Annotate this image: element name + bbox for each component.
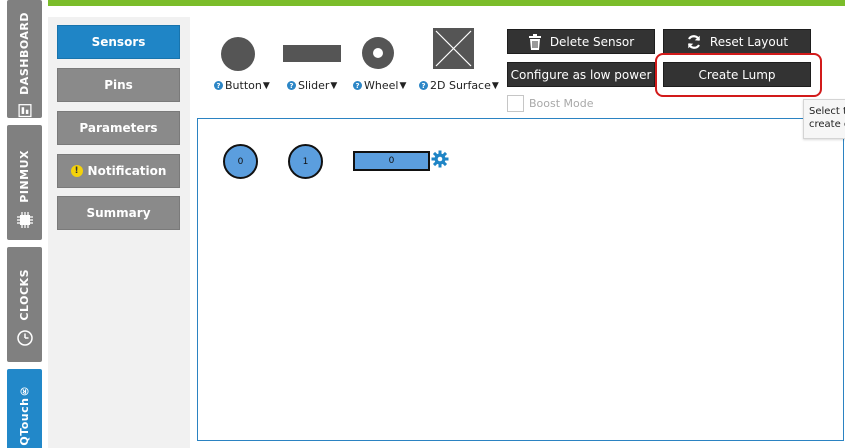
tab-clocks-label: CLOCKS [18,269,31,321]
highlight-frame [655,53,822,97]
tooltip-line-2: create c [809,119,845,130]
configure-low-power-button[interactable]: Configure as low power [507,62,655,87]
dashboard-icon [17,103,32,117]
dropdown-icon: ▼ [262,80,270,91]
menu-notification-label: Notification [87,164,167,178]
tab-qtouch-label: QTouch® [18,384,31,446]
refresh-icon [687,34,700,49]
surface-type-label[interactable]: ? 2D Surface ▼ [419,79,499,92]
dropdown-icon: ▼ [399,80,407,91]
boost-mode-label: Boost Mode [529,97,594,110]
slider-sensor-0[interactable]: 0 [353,151,430,171]
help-icon: ? [287,81,296,90]
button-sensor-0-id: 0 [237,156,244,167]
delete-sensor-label: Delete Sensor [549,34,635,49]
create-lump-button[interactable]: Create Lump [663,62,811,87]
menu-pins-button[interactable]: Pins [57,68,180,102]
top-accent-bar [48,0,845,6]
menu-summary-label: Summary [86,206,151,220]
clock-icon [16,329,33,346]
slider-type-text: Slider [298,79,330,92]
wheel-type-label[interactable]: ? Wheel ▼ [353,79,406,92]
button-sensor-1[interactable]: 1 [288,144,323,179]
warning-icon: ! [70,165,83,177]
tab-clocks[interactable]: CLOCKS [7,247,42,362]
button-sensor-0[interactable]: 0 [223,144,258,179]
wheel-type-text: Wheel [364,79,399,92]
chip-icon [16,211,33,228]
tooltip-line-1: Select th [809,106,845,117]
menu-sensors-label: Sensors [91,35,146,49]
delete-sensor-button[interactable]: Delete Sensor [507,29,655,54]
side-menu: Sensors Pins Parameters ! Notification S… [48,17,190,448]
button-type-text: Button [225,79,262,92]
reset-layout-button[interactable]: Reset Layout [663,29,811,54]
button-sensor-1-id: 1 [302,156,309,167]
tab-pinmux[interactable]: PINMUX [7,125,42,240]
configure-low-power-label: Configure as low power [510,67,652,82]
help-icon: ? [214,81,223,90]
button-type-label[interactable]: ? Button ▼ [214,79,270,92]
menu-pins-label: Pins [104,78,133,92]
gear-icon[interactable] [431,150,449,168]
surface-type-text: 2D Surface [430,79,491,92]
tab-pinmux-label: PINMUX [18,150,31,203]
tab-dashboard[interactable]: DASHBOARD [7,0,42,118]
wheel-sensor-shape[interactable] [361,36,395,70]
help-icon: ? [419,81,428,90]
boost-mode-checkbox[interactable] [507,95,524,112]
slider-sensor-0-id: 0 [388,156,395,166]
button-sensor-shape[interactable] [220,36,256,72]
create-lump-label: Create Lump [698,67,776,82]
tab-qtouch[interactable]: QTouch® [7,369,42,448]
menu-sensors-button[interactable]: Sensors [57,25,180,59]
menu-parameters-label: Parameters [79,121,158,135]
tooltip: Select th create c [803,99,845,139]
dropdown-icon: ▼ [330,80,338,91]
menu-notification-button[interactable]: ! Notification [57,154,180,188]
dropdown-icon: ▼ [491,80,499,91]
trash-icon [528,33,541,50]
reset-layout-label: Reset Layout [709,34,789,49]
sensor-layout-canvas[interactable]: 0 1 0 [197,118,844,441]
slider-sensor-shape[interactable] [283,45,341,62]
help-icon: ? [353,81,362,90]
slider-type-label[interactable]: ? Slider ▼ [287,79,337,92]
menu-summary-button[interactable]: Summary [57,196,180,230]
surface-sensor-shape[interactable] [433,28,474,69]
menu-parameters-button[interactable]: Parameters [57,111,180,145]
tab-dashboard-label: DASHBOARD [18,12,31,95]
